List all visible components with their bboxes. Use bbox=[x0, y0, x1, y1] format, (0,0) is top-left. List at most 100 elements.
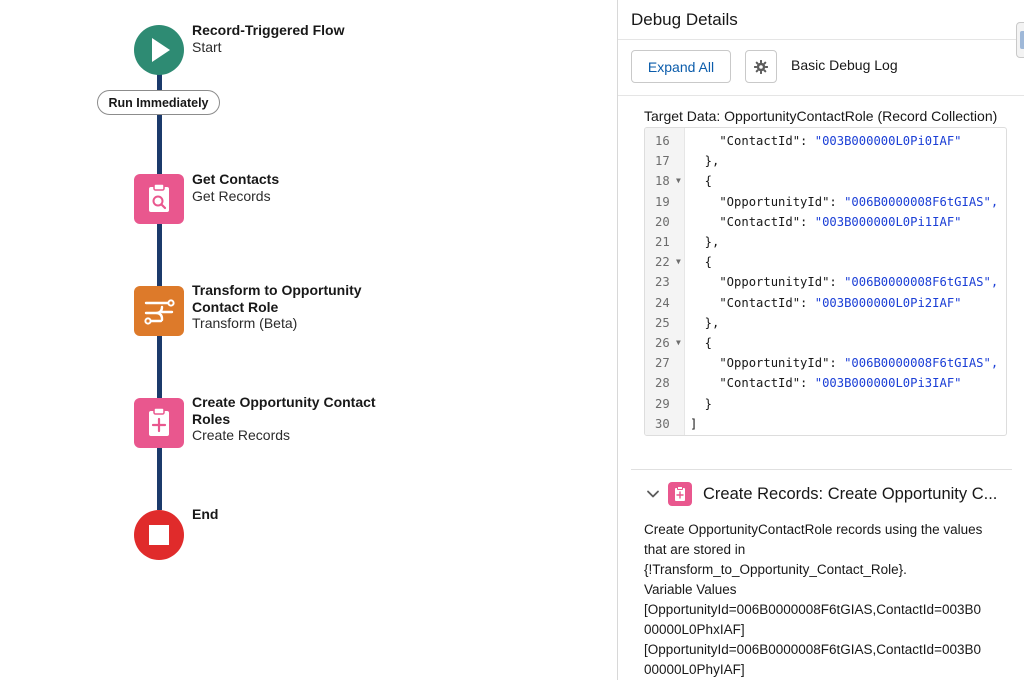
section-body: Create OpportunityContactRole records us… bbox=[644, 520, 1012, 680]
code-token: }, bbox=[690, 235, 720, 249]
code-line: 21 }, bbox=[645, 232, 1006, 252]
code-text: "ContactId": "003B000000L0Pi1IAF" bbox=[690, 212, 961, 232]
panel-title: Debug Details bbox=[631, 10, 738, 29]
divider bbox=[618, 95, 1024, 96]
code-token: }, bbox=[690, 315, 720, 330]
code-text: }, bbox=[690, 313, 720, 333]
line-number: 21 bbox=[655, 235, 670, 249]
code-line: 16 "ContactId": "003B000000L0Pi0IAF" bbox=[645, 131, 1006, 151]
line-number: 22 bbox=[655, 255, 670, 270]
node-subtitle: Get Records bbox=[192, 187, 271, 204]
code-string: "003B000000L0Pi3IAF" bbox=[814, 376, 962, 391]
code-line: 17 }, bbox=[645, 151, 1006, 171]
section-text-line: Variable Values bbox=[644, 582, 737, 597]
node-title: Get Contacts bbox=[192, 171, 280, 187]
flow-canvas[interactable]: Record-Triggered Flow Start Run Immediat… bbox=[0, 0, 617, 680]
code-line: 22 ▼ { bbox=[645, 252, 1006, 272]
code-string: "006B0000008F6tGIAS", bbox=[844, 356, 999, 371]
stop-icon bbox=[149, 525, 169, 545]
fold-toggle-icon[interactable]: ▼ bbox=[676, 257, 681, 267]
panel-header: Debug Details bbox=[618, 0, 1024, 40]
gear-icon bbox=[754, 59, 768, 74]
line-number: 23 bbox=[655, 275, 670, 290]
expand-all-button[interactable]: Expand All bbox=[631, 50, 731, 83]
end-node-label[interactable]: End bbox=[192, 506, 218, 523]
node-title-line2: Contact Role bbox=[192, 298, 279, 315]
code-text: { bbox=[690, 333, 712, 353]
code-text: { bbox=[690, 252, 712, 272]
section-text-line: [OpportunityId=006B0000008F6tGIAS,Contac… bbox=[644, 642, 981, 657]
code-token: }, bbox=[690, 154, 720, 169]
code-line: 18 ▼ { bbox=[645, 171, 1006, 191]
create-records-node-label[interactable]: Create Opportunity Contact Roles Create … bbox=[192, 394, 376, 444]
run-immediately-pill[interactable]: Run Immediately bbox=[97, 90, 220, 115]
divider bbox=[631, 469, 1012, 470]
section-text-line: {!Transform_to_Opportunity_Contact_Role}… bbox=[644, 562, 907, 577]
transform-icon bbox=[144, 299, 175, 325]
code-text: "ContactId": "003B000000L0Pi0IAF" bbox=[690, 131, 961, 151]
code-token: "OpportunityId": bbox=[690, 194, 845, 209]
code-line: 28 "ContactId": "003B000000L0Pi3IAF" bbox=[645, 373, 1006, 393]
code-line: 25 }, bbox=[645, 313, 1006, 333]
section-title: Create Records: Create Opportunity C... bbox=[703, 484, 998, 503]
node-subtitle: Create Records bbox=[192, 427, 291, 443]
code-token: "ContactId": bbox=[690, 134, 815, 148]
code-text: ] bbox=[690, 414, 697, 434]
code-line: 23 "OpportunityId": "006B0000008F6tGIAS"… bbox=[645, 272, 1006, 292]
line-number: 20 bbox=[655, 214, 670, 229]
transform-node-icon[interactable] bbox=[134, 286, 184, 336]
connector-line bbox=[157, 224, 162, 286]
node-title: Record-Triggered Flow bbox=[192, 22, 345, 38]
start-node-icon[interactable] bbox=[134, 25, 184, 75]
debug-log-label: Basic Debug Log bbox=[791, 57, 898, 73]
line-number: 29 bbox=[655, 396, 670, 411]
code-viewer[interactable]: 16 "ContactId": "003B000000L0Pi0IAF"17 }… bbox=[644, 127, 1007, 436]
connector-line bbox=[157, 336, 162, 398]
node-subtitle: Start bbox=[192, 38, 222, 55]
line-gutter bbox=[645, 128, 685, 435]
fold-toggle-icon[interactable]: ▼ bbox=[676, 176, 681, 186]
code-token: "OpportunityId": bbox=[690, 356, 845, 371]
node-title-line2: Roles bbox=[192, 410, 231, 427]
section-text-line: Create OpportunityContactRole records us… bbox=[644, 522, 983, 537]
panel-toggle-icon[interactable] bbox=[1016, 22, 1024, 58]
transform-node-label[interactable]: Transform to Opportunity Contact Role Tr… bbox=[192, 282, 362, 332]
code-text: }, bbox=[690, 232, 720, 252]
debug-details-panel: Debug Details Expand All Basic De bbox=[617, 0, 1024, 680]
end-node-icon[interactable] bbox=[134, 510, 184, 560]
code-line: 26▼ { bbox=[645, 333, 1006, 353]
code-text: "OpportunityId": "006B0000008F6tGIAS", bbox=[690, 272, 998, 292]
connector-line bbox=[157, 74, 162, 174]
code-token: "ContactId": bbox=[690, 376, 815, 391]
code-text: } bbox=[690, 394, 712, 414]
node-title: Create Opportunity Contact bbox=[192, 394, 376, 410]
code-string: "003B000000L0Pi2IAF" bbox=[814, 295, 962, 310]
code-token: } bbox=[690, 396, 713, 411]
code-token: { bbox=[690, 174, 713, 189]
code-line: 30] bbox=[645, 414, 1006, 434]
code-line: 24 "ContactId": "003B000000L0Pi2IAF" bbox=[645, 293, 1006, 313]
create-records-node-icon[interactable] bbox=[134, 398, 184, 448]
get-contacts-node-label[interactable]: Get Contacts Get Records bbox=[192, 171, 279, 204]
line-number: 30 bbox=[655, 416, 670, 431]
line-number: 17 bbox=[655, 154, 670, 169]
section-text-line: 00000L0PhxIAF] bbox=[644, 622, 745, 637]
code-string: "006B0000008F6tGIAS", bbox=[844, 194, 999, 209]
code-string: "006B0000008F6tGIAS", bbox=[844, 275, 999, 290]
code-line: 27 "OpportunityId": "006B0000008F6tGIAS"… bbox=[645, 353, 1006, 373]
chevron-down-icon[interactable] bbox=[644, 485, 662, 503]
code-token: "ContactId": bbox=[690, 214, 815, 229]
code-token: "OpportunityId": bbox=[690, 275, 845, 290]
code-token: ] bbox=[690, 416, 698, 431]
create-records-section-header[interactable]: Create Records: Create Opportunity C... bbox=[644, 480, 997, 508]
code-text: }, bbox=[690, 151, 720, 171]
line-number: 18 bbox=[655, 174, 670, 189]
connector-line bbox=[157, 448, 162, 510]
code-line: 20 "ContactId": "003B000000L0Pi1IAF" bbox=[645, 212, 1006, 232]
line-number: 25 bbox=[655, 315, 670, 330]
fold-toggle-icon[interactable]: ▼ bbox=[676, 338, 681, 347]
start-node-label[interactable]: Record-Triggered Flow Start bbox=[192, 22, 344, 55]
get-contacts-node-icon[interactable] bbox=[134, 174, 184, 224]
settings-button[interactable] bbox=[745, 50, 777, 83]
line-number: 19 bbox=[655, 194, 670, 209]
